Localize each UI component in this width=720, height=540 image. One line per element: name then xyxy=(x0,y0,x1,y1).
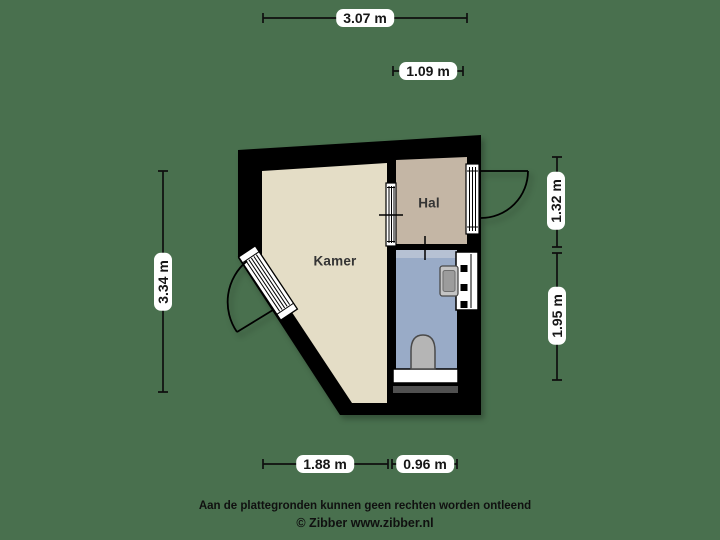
bathroom-threshold xyxy=(392,368,459,384)
dim-label-kamer-width: 1.88 m xyxy=(296,455,354,473)
entrance-door-swing-arc xyxy=(480,170,529,219)
door-frame-stripes xyxy=(467,167,478,231)
bathroom-window xyxy=(455,251,479,311)
dim-label-overall-width: 3.07 m xyxy=(336,9,394,27)
room-kamer-floor xyxy=(262,163,387,403)
footer-disclaimer: Aan de plattegronden kunnen geen rechten… xyxy=(198,500,532,512)
bathroom-doorway-strip xyxy=(396,250,457,258)
door-frame-stripes xyxy=(242,251,294,315)
dim-label-hal-height: 1.32 m xyxy=(547,172,565,230)
outside-step xyxy=(393,386,458,393)
room-hal-floor xyxy=(396,157,467,244)
dim-label-bathroom-width: 0.96 m xyxy=(396,455,454,473)
window-square xyxy=(460,265,468,272)
dim-label-hal-width: 1.09 m xyxy=(399,62,457,80)
window-square xyxy=(460,284,468,291)
footer-credit: © Zibber www.zibber.nl xyxy=(296,516,434,530)
sink-basin xyxy=(442,270,456,292)
floorplan-drawing xyxy=(226,135,529,415)
window-square xyxy=(460,301,468,308)
entrance-door-frame xyxy=(465,163,480,235)
toilet-icon xyxy=(410,334,436,370)
room-label-hal: Hal xyxy=(418,195,440,211)
kamer-door-swing-arc xyxy=(226,260,274,333)
room-label-kamer: Kamer xyxy=(313,253,357,269)
dim-label-overall-height: 3.34 m xyxy=(154,253,172,311)
dim-label-bathroom-height: 1.95 m xyxy=(548,287,566,345)
kamer-hal-door-frame xyxy=(379,182,403,247)
kamer-diagonal-door-frame xyxy=(237,244,299,322)
sink-icon xyxy=(439,265,459,297)
